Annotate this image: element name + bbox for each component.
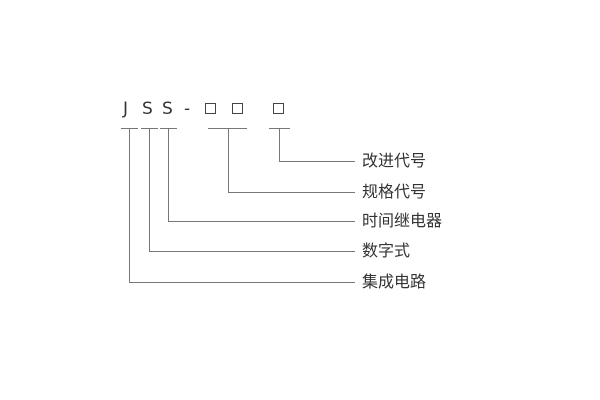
label-integrated-circuit: 集成电路 bbox=[362, 272, 427, 291]
leader-j-v bbox=[129, 128, 130, 282]
leader-s1-h bbox=[149, 251, 355, 252]
label-time-relay: 时间继电器 bbox=[362, 211, 443, 230]
label-digital: 数字式 bbox=[362, 241, 411, 260]
label-spec-code: 规格代号 bbox=[362, 182, 427, 201]
leader-rev-h bbox=[279, 161, 355, 162]
placeholder-box-1 bbox=[205, 103, 216, 114]
leader-spec-v bbox=[228, 128, 229, 192]
code-char-j: J bbox=[123, 99, 129, 119]
code-dash: - bbox=[184, 99, 191, 119]
leader-spec-h bbox=[228, 192, 355, 193]
leader-rev-v bbox=[279, 128, 280, 161]
placeholder-box-3 bbox=[273, 103, 284, 114]
bar-spec bbox=[208, 128, 247, 129]
leader-s2-h bbox=[168, 221, 355, 222]
placeholder-box-2 bbox=[232, 103, 243, 114]
code-char-s2: S bbox=[162, 99, 173, 119]
leader-s2-v bbox=[168, 128, 169, 221]
label-revision-code: 改进代号 bbox=[362, 151, 427, 170]
leader-j-h bbox=[129, 282, 355, 283]
leader-s1-v bbox=[149, 128, 150, 251]
code-char-s1: S bbox=[142, 99, 153, 119]
